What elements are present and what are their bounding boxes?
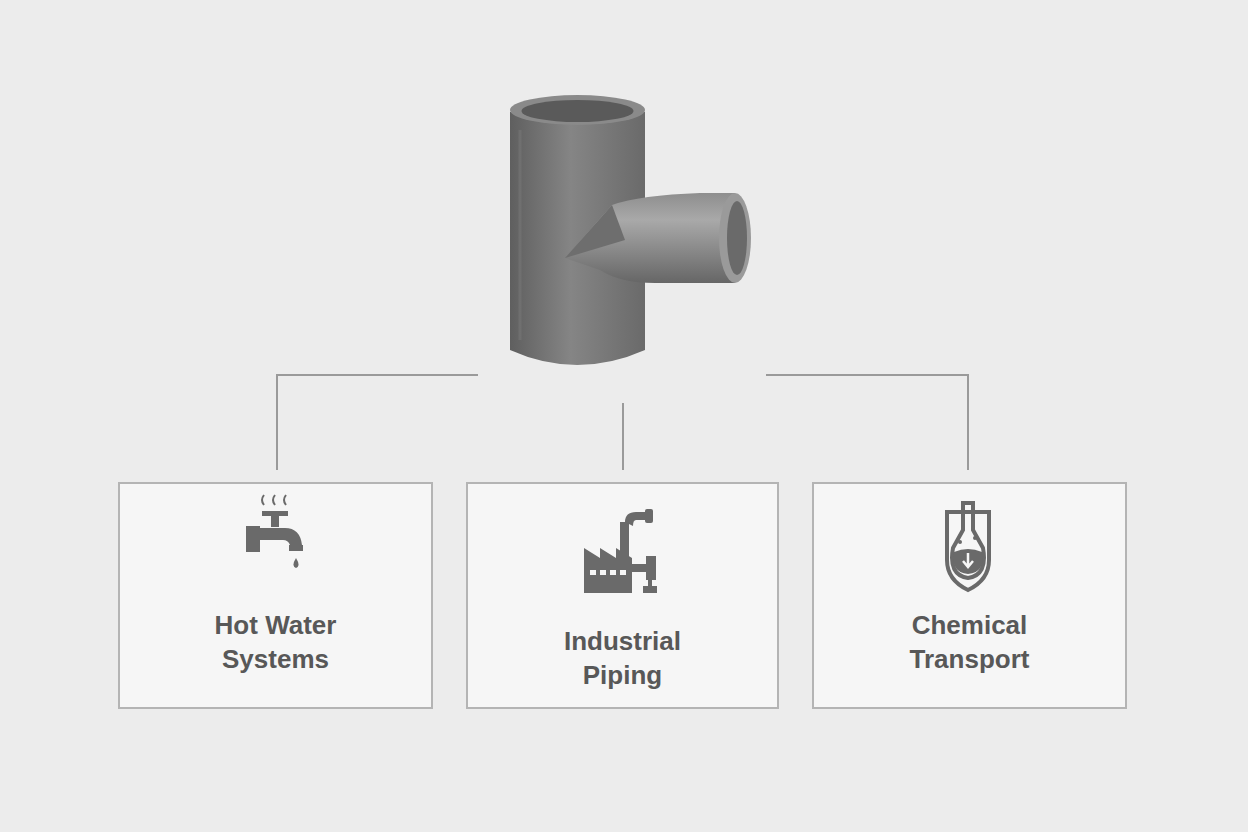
faucet-icon	[246, 495, 303, 568]
application-label: Chemical Transport	[875, 608, 1065, 676]
factory-icon	[584, 509, 657, 593]
application-box: Industrial Piping	[466, 482, 779, 709]
box-ground	[812, 482, 1127, 709]
box-ground	[466, 482, 779, 709]
branch-lines	[277, 375, 968, 470]
chemical-icon	[947, 503, 989, 590]
application-label: Industrial Piping	[528, 624, 718, 692]
application-box: Chemical Transport	[812, 482, 1127, 709]
application-box: Hot Water Systems	[118, 482, 433, 709]
box-ground	[118, 482, 433, 709]
application-label: Hot Water Systems	[181, 608, 371, 676]
tee-fitting	[510, 95, 751, 365]
